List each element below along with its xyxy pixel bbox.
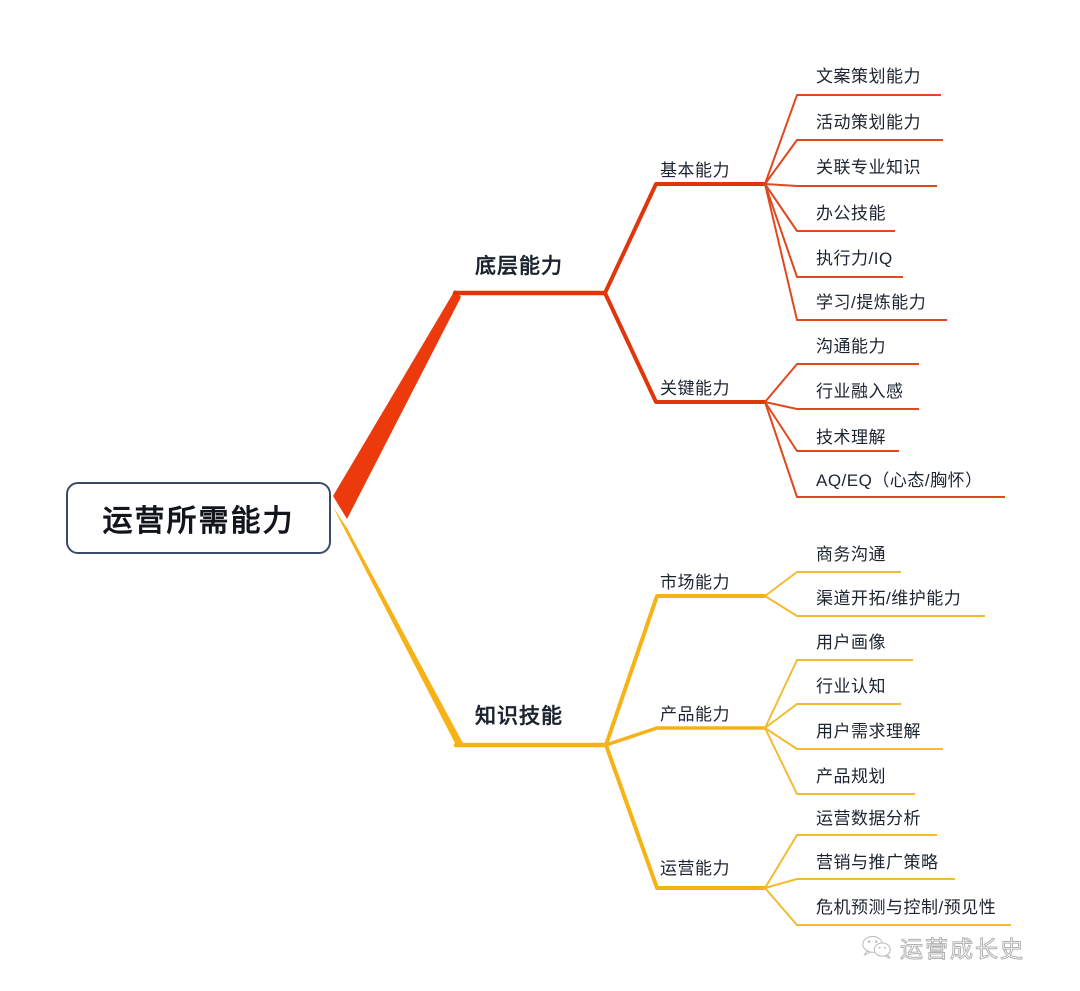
- branch-line-red-trunk: [333, 290, 461, 519]
- branch-line-red-basic: [603, 182, 767, 295]
- branch-line-orange-product: [604, 726, 767, 747]
- leaf-line-shuju: [764, 834, 937, 889]
- leaf-line-xuexi: [764, 183, 947, 321]
- node-label-key-ability[interactable]: 关键能力: [660, 379, 730, 398]
- leaf-label-channel-development[interactable]: 渠道开拓/维护能力: [816, 589, 962, 608]
- leaf-line-aq-eq: [764, 401, 1005, 498]
- leaf-line-hangye-rongru: [764, 401, 919, 410]
- leaf-label-learning[interactable]: 学习/提炼能力: [816, 293, 927, 312]
- leaf-label-industry-cognition[interactable]: 行业认知: [816, 677, 886, 696]
- leaf-label-business-communication[interactable]: 商务沟通: [816, 545, 886, 564]
- branch-label-underlying[interactable]: 底层能力: [475, 255, 563, 278]
- watermark-text: 运营成长史: [900, 936, 1025, 963]
- leaf-label-industry-integration[interactable]: 行业融入感: [816, 382, 904, 401]
- leaf-line-jishu: [764, 401, 899, 452]
- root-node-label: 运营所需能力: [102, 505, 295, 538]
- leaf-line-hangye-renzhi: [764, 703, 901, 729]
- leaf-line-guanlian: [764, 183, 937, 187]
- leaf-label-marketing-strategy[interactable]: 营销与推广策略: [816, 853, 939, 872]
- leaf-line-xuqiu: [764, 727, 943, 750]
- leaf-line-huodong: [764, 139, 943, 185]
- branch-line-orange-market: [604, 594, 767, 747]
- leaf-label-product-planning[interactable]: 产品规划: [816, 767, 886, 786]
- leaf-label-copywriting[interactable]: 文案策划能力: [816, 67, 921, 86]
- leaf-line-bangong: [764, 183, 895, 232]
- leaf-label-user-needs[interactable]: 用户需求理解: [816, 722, 921, 741]
- leaf-label-execution-iq[interactable]: 执行力/IQ: [816, 249, 893, 268]
- wechat-icon: [862, 935, 891, 959]
- root-node[interactable]: 运营所需能力: [66, 482, 331, 554]
- leaf-label-user-persona[interactable]: 用户画像: [816, 633, 886, 652]
- leaf-label-crisis-management[interactable]: 危机预测与控制/预见性: [816, 898, 997, 917]
- leaf-line-goutong: [764, 363, 919, 403]
- leaf-line-yonghu-huaxiang: [764, 659, 913, 729]
- watermark: 运营成长史: [862, 930, 1025, 964]
- leaf-line-shangwu: [764, 571, 901, 597]
- leaf-line-guihua: [764, 727, 915, 795]
- leaf-label-aq-eq[interactable]: AQ/EQ（心态/胸怀）: [816, 471, 983, 490]
- branch-line-red-key: [603, 291, 767, 404]
- leaf-label-event-planning[interactable]: 活动策划能力: [816, 113, 921, 132]
- leaf-label-domain-knowledge[interactable]: 关联专业知识: [816, 158, 921, 177]
- leaf-label-tech-understanding[interactable]: 技术理解: [816, 428, 886, 447]
- leaf-line-weiji: [764, 887, 1011, 926]
- leaf-line-wenan: [764, 94, 941, 185]
- leaf-line-yingxiao: [764, 878, 955, 889]
- leaf-label-office-skills[interactable]: 办公技能: [816, 204, 886, 223]
- leaf-label-communication[interactable]: 沟通能力: [816, 337, 886, 356]
- branch-line-orange-ops: [604, 743, 767, 890]
- node-label-operations-ability[interactable]: 运营能力: [660, 859, 730, 878]
- leaf-line-zhixing: [764, 183, 903, 278]
- node-label-market-ability[interactable]: 市场能力: [660, 573, 730, 592]
- leaf-line-qudao: [764, 595, 985, 617]
- leaf-label-data-analysis[interactable]: 运营数据分析: [816, 809, 921, 828]
- node-label-product-ability[interactable]: 产品能力: [660, 705, 730, 724]
- branch-line-orange-trunk: [333, 507, 464, 745]
- node-label-basic-ability[interactable]: 基本能力: [660, 161, 730, 180]
- branch-label-knowledge-skills[interactable]: 知识技能: [475, 705, 563, 728]
